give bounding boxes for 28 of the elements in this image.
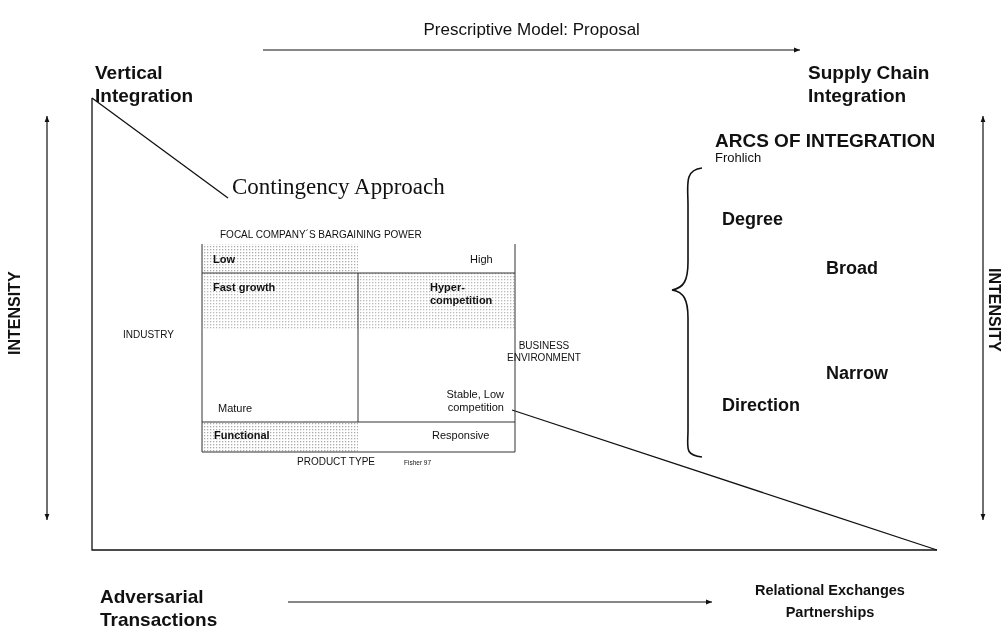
cell-text: Responsive: [432, 429, 490, 442]
edge-label: Prescriptive Model: Proposal: [421, 20, 642, 40]
endpoint-label: Supply Chain Integration: [808, 62, 988, 108]
label: BUSINESS ENVIRONMENT: [506, 340, 582, 363]
label: Narrow: [826, 363, 888, 384]
heading: Contingency Approach: [232, 174, 445, 201]
cell-text: Low: [213, 253, 235, 266]
cell-text: Stable, Low competition: [445, 388, 504, 414]
axis-title: FOCAL COMPANY´S BARGAINING POWER: [220, 229, 422, 241]
cell-text: Hyper-competition: [430, 281, 494, 307]
cell-text: High: [470, 253, 493, 266]
axis-title: INTENSITY: [6, 271, 24, 355]
arrow: [262, 47, 801, 53]
cell-text: Functional: [214, 429, 270, 442]
arrow: [287, 599, 713, 605]
label: Degree: [722, 209, 784, 230]
label: Broad: [826, 258, 878, 279]
endpoint-label: Vertical Integration: [95, 62, 245, 108]
endpoint-label: Relational Exchanges Partnerships: [720, 580, 940, 624]
axis-title: INTENSITY: [985, 268, 1003, 352]
cell-text: Fast growth: [213, 281, 276, 294]
label: Direction: [722, 395, 800, 416]
axis-title: PRODUCT TYPE: [297, 456, 375, 468]
label: INDUSTRY: [123, 329, 174, 341]
endpoint-label: Adversarial Transactions: [100, 586, 270, 632]
cell-text: Mature: [218, 402, 253, 415]
citation: Frohlich: [715, 151, 762, 166]
heading: ARCS OF INTEGRATION: [715, 130, 936, 152]
